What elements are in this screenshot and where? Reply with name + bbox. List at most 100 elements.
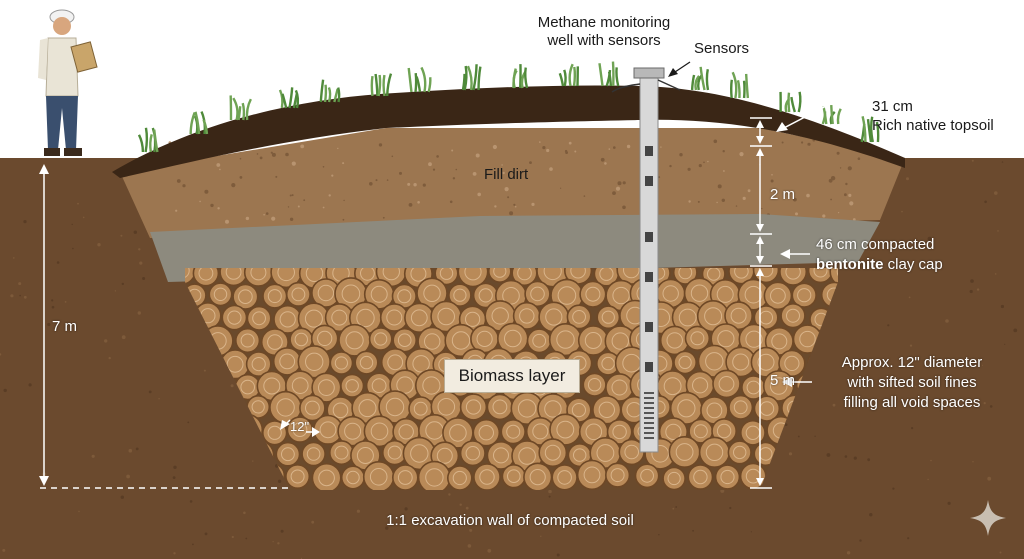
soil-speck [137, 311, 141, 315]
grass-blade [382, 74, 386, 97]
soil-speck [548, 489, 552, 494]
sensor-band [645, 322, 653, 332]
grass-blade [333, 88, 339, 103]
soil-speck [846, 551, 851, 555]
log [698, 436, 731, 468]
log [391, 464, 419, 490]
log [486, 393, 514, 421]
log-note-line-2: with sifted soil fines [847, 374, 977, 391]
soil-speck [404, 507, 408, 511]
log [472, 418, 501, 447]
topsoil-layer [112, 85, 905, 178]
fill-speck [848, 193, 852, 197]
log [724, 301, 754, 331]
soil-speck [1013, 328, 1018, 333]
fill-speck [297, 205, 300, 208]
log [473, 463, 501, 490]
fill-speck [417, 201, 420, 204]
topsoil-name-label: Rich native topsoil [872, 117, 994, 134]
sensor-cable [611, 83, 641, 93]
grass-blade [370, 75, 374, 97]
log [740, 419, 766, 446]
log [208, 282, 233, 307]
fill-speck [795, 212, 798, 216]
clay-bold-word: bentonite [816, 256, 884, 273]
screen-slot [644, 417, 654, 419]
fill-speck [549, 167, 553, 171]
fill-speck [836, 151, 840, 155]
fill-speck [793, 197, 797, 202]
log [673, 350, 698, 375]
fill-speck [265, 212, 269, 215]
log-note-line-1: Approx. 12" diameter [841, 354, 983, 371]
fill-dirt-label: Fill dirt [484, 166, 529, 183]
soil-speck [540, 535, 542, 537]
soil-speck [120, 495, 125, 499]
log [337, 415, 368, 447]
fill-speck [697, 200, 700, 203]
callout-arrows [280, 103, 862, 437]
grass-blade [861, 116, 867, 143]
fill-speck [271, 216, 276, 221]
soil-speck [729, 506, 732, 510]
soil-speck [173, 465, 177, 469]
fill-speck [801, 141, 804, 144]
fill-speck [451, 149, 454, 152]
fill-speck [622, 181, 626, 185]
clay-rest: clay cap [883, 256, 943, 273]
soil-speck [658, 534, 660, 536]
fill-speck [343, 199, 345, 202]
log [548, 323, 583, 357]
fill-speck [839, 167, 842, 169]
fill-speck [182, 184, 186, 188]
soil-speck [114, 290, 117, 292]
fill-speck [828, 178, 833, 183]
soil-speck [927, 478, 929, 481]
log [512, 301, 541, 330]
soil-speck [192, 543, 194, 546]
soil-speck [984, 200, 987, 204]
fill-speck [331, 174, 334, 177]
log [672, 268, 698, 285]
grass-blade [875, 121, 880, 143]
screen-slot [644, 407, 654, 409]
fill-speck [291, 194, 294, 197]
soil-speck [56, 261, 60, 264]
grass-blade [466, 65, 473, 91]
fill-speck [382, 216, 385, 219]
grass-blade [607, 71, 613, 87]
fill-speck [583, 195, 586, 197]
grass-blade [731, 71, 738, 99]
fill-speck [322, 206, 325, 209]
soil-speck [0, 353, 2, 356]
log [457, 268, 489, 288]
fill-speck [408, 203, 413, 207]
soil-speck [987, 476, 992, 481]
soil-speck [875, 359, 879, 364]
fill-speck [432, 168, 436, 171]
soil-speck [448, 493, 451, 496]
fill-speck [847, 166, 852, 171]
soil-speck [142, 277, 146, 280]
well-cap [633, 67, 665, 79]
fill-speck [658, 176, 661, 179]
soil-speck [97, 243, 101, 247]
fill-speck [436, 155, 439, 158]
log-size-label: 12" [290, 419, 310, 434]
soil-speck [692, 529, 694, 532]
soil-speck [850, 399, 852, 401]
total-depth-label: 7 m [52, 318, 78, 335]
soil-speck [981, 364, 984, 366]
fill-speck [263, 213, 265, 216]
fill-speck [300, 144, 305, 149]
log [606, 418, 633, 445]
soil-speck [911, 427, 914, 430]
fill-speck [422, 183, 426, 187]
log [487, 268, 512, 284]
fill-speck [770, 179, 774, 183]
sensor-band [645, 232, 653, 242]
soil-speck [548, 495, 551, 498]
fill-speck [514, 205, 517, 208]
fill-speck [716, 201, 718, 204]
biomass-label: Biomass layer [444, 359, 580, 393]
